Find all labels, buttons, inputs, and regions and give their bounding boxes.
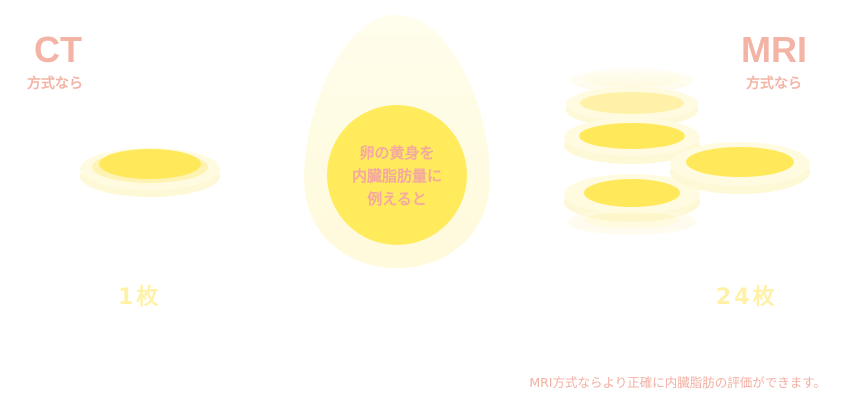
yolk-caption-line: 例えると <box>367 190 427 208</box>
whole-egg <box>304 15 490 268</box>
mri-subtitle: 方式なら <box>746 76 802 92</box>
ct-slice-count: 1枚 <box>118 285 162 310</box>
mri-slice-side <box>670 142 810 194</box>
yolk-caption-line: 卵の黄身を <box>359 144 435 162</box>
egg-yolk <box>327 105 467 245</box>
mri-title: MRI <box>741 29 807 70</box>
ct-subtitle: 方式なら <box>27 76 83 92</box>
yolk-caption: 卵の黄身を 内臓脂肪量に 例えると <box>322 142 472 211</box>
footnote: MRI方式ならより正確に内臓脂肪の評価ができます。 <box>529 375 826 390</box>
ct-title: CT <box>34 29 82 70</box>
mri-slice-count: 24枚 <box>716 285 778 310</box>
ct-slice <box>80 148 220 197</box>
mri-slice-stack <box>560 66 705 235</box>
yolk-caption-line: 内臓脂肪量に <box>351 167 442 185</box>
